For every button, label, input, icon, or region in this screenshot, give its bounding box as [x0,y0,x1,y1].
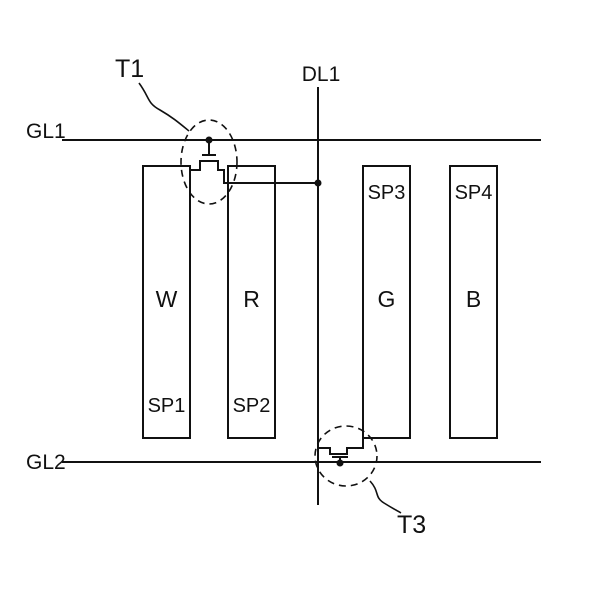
transistor-t1: T1 [115,55,322,205]
gate-line-gl1: GL1 [26,120,541,143]
sp2-color-letter: R [243,286,260,312]
t1-label: T1 [115,55,144,83]
subpixel-sp4: SP4 B [449,165,498,439]
t3-label: T3 [397,511,426,539]
gl1-label: GL1 [26,120,66,143]
sp4-color-letter: B [466,286,481,312]
sp3-label: SP3 [368,182,406,204]
sp3-rect [362,165,411,439]
t1-channel-wire [190,160,318,184]
t3-channel-wire [318,438,364,455]
sp4-rect [449,165,498,439]
gate-line-gl2: GL2 [26,451,541,474]
sp1-label: SP1 [148,395,186,417]
subpixel-sp3: SP3 G [362,165,411,439]
sp4-label: SP4 [455,182,493,204]
t3-callout-circle [314,425,378,487]
t1-callout-circle [180,119,238,205]
subpixel-sp2: R SP2 [227,165,276,439]
t1-dl1-contact-dot [314,179,322,187]
transistor-t3: T3 [314,425,426,539]
gl2-label: GL2 [26,451,66,474]
t3-leader-line [369,480,402,514]
sp2-rect [227,165,276,439]
dl1-label: DL1 [302,63,341,86]
t1-gate-contact-dot [205,136,213,144]
sp3-color-letter: G [378,286,396,312]
sp1-color-letter: W [156,286,178,312]
subpixel-sp1: W SP1 [142,165,191,439]
t1-leader-line [138,82,190,132]
sp2-label: SP2 [233,395,271,417]
t3-gate-contact-dot [336,459,344,467]
sp1-rect [142,165,191,439]
data-line-dl1: DL1 [302,63,341,505]
